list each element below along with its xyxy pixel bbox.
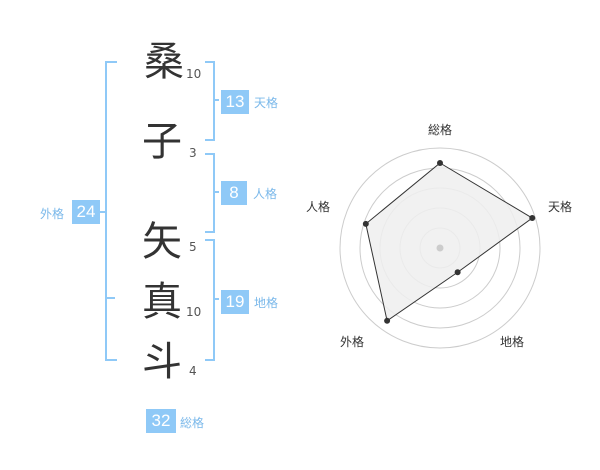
chikaku-bracket (205, 239, 215, 361)
radar-axis-label-1: 総格 (428, 122, 452, 137)
radar-point-5 (362, 220, 369, 227)
radar-axis-label-4: 外格 (340, 334, 364, 349)
tenkaku-label: 天格 (254, 96, 279, 110)
radar-point-2 (529, 215, 536, 222)
gaikaku-label: 外格 (40, 207, 65, 221)
radar-axis-label-3: 地格 (500, 334, 524, 349)
name-char-4: 真 (142, 279, 182, 325)
radar-axis-label-2: 天格 (548, 199, 572, 214)
stroke-count-1: 10 (186, 67, 202, 81)
gaikaku-bracket-tick-mid (107, 297, 115, 299)
radar-axis-label-5: 人格 (306, 199, 330, 214)
stroke-count-5: 4 (189, 364, 197, 378)
gaikaku-value-badge: 24 (72, 200, 100, 224)
chikaku-bracket-tick (213, 298, 219, 300)
stroke-count-2: 3 (189, 146, 197, 160)
jinkaku-value-badge: 8 (221, 181, 247, 205)
radar-point-3 (454, 269, 461, 276)
tenkaku-bracket (205, 61, 215, 141)
tenkaku-bracket-tick (213, 99, 219, 101)
name-char-1: 桑 (144, 39, 184, 85)
jinkaku-bracket (205, 153, 215, 233)
name-char-5: 斗 (142, 339, 182, 385)
stroke-count-4: 10 (186, 305, 202, 319)
stroke-count-3: 5 (189, 240, 197, 254)
radar-points (362, 160, 536, 324)
radar-point-4 (384, 317, 391, 324)
radar-center-dot (436, 244, 444, 252)
jinkaku-bracket-tick (213, 191, 219, 193)
radar-ring-5 (339, 147, 541, 349)
soukaku-label: 総格 (180, 416, 205, 430)
chikaku-value-badge: 19 (221, 290, 249, 314)
chikaku-label: 地格 (254, 296, 279, 310)
name-char-2: 子 (142, 119, 182, 165)
tenkaku-value-badge: 13 (221, 90, 249, 114)
gaikaku-bracket-tick-top (99, 211, 107, 213)
soukaku-value-badge: 32 (146, 409, 176, 433)
radar-point-1 (437, 160, 443, 166)
radar-polygon (365, 162, 534, 322)
jinkaku-label: 人格 (253, 187, 278, 201)
name-char-3: 矢 (142, 219, 182, 265)
